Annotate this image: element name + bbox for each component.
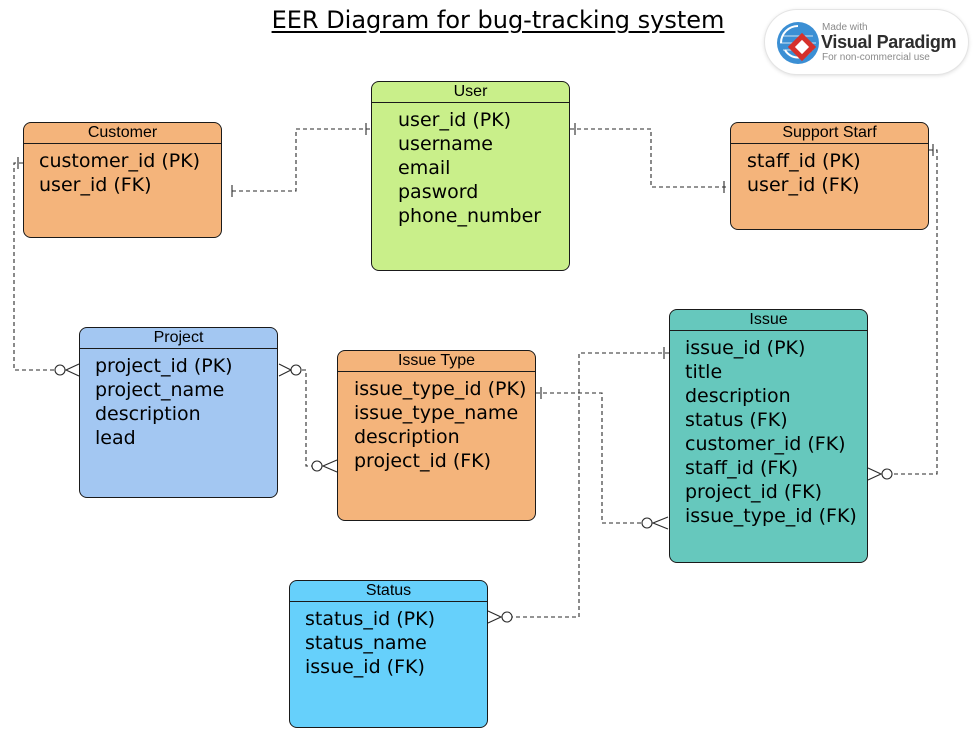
connector-issue-status[interactable] [487,347,669,624]
entity-field: project_name [95,379,225,401]
entity-field: customer_id (PK) [39,150,201,172]
entity-issue-type[interactable]: Issue Type issue_type_id (PK) issue_type… [337,350,536,521]
connector-issue-type-issue[interactable] [536,387,669,530]
entity-fields: customer_id (PK) user_id (FK) [24,144,221,197]
entity-fields: issue_id (PK) title description status (… [670,331,867,528]
entity-header: Issue [670,310,867,331]
entity-status[interactable]: Status status_id (PK) status_name issue_… [289,580,488,728]
connector-customer-project[interactable] [13,157,80,377]
visual-paradigm-badge[interactable]: Made with Visual Paradigm For non-commer… [765,10,968,74]
diagram-title: EER Diagram for bug-tracking system [271,6,725,34]
connector-support-staff-issue[interactable] [867,144,938,481]
entity-fields: status_id (PK) status_name issue_id (FK) [290,602,487,679]
entity-field: description [685,385,791,407]
entity-fields: project_id (PK) project_name description… [80,349,277,450]
entity-support-staff[interactable]: Support Starf staff_id (PK) user_id (FK) [730,122,929,230]
connector-customer-user[interactable] [231,123,370,197]
entity-fields: user_id (PK) username email pasword phon… [372,103,569,228]
entity-field: user_id (PK) [398,109,512,131]
entity-issue[interactable]: Issue issue_id (PK) title description st… [669,309,868,563]
entity-field: username [398,133,493,155]
badge-made-with: Made with [822,22,868,33]
entity-field: issue_id (FK) [305,656,425,678]
entity-field: pasword [398,181,479,203]
entity-field: user_id (FK) [747,174,860,196]
entity-fields: staff_id (PK) user_id (FK) [731,144,928,197]
entity-header: Project [80,328,277,349]
entity-field: phone_number [398,205,542,227]
entity-field: description [95,403,201,425]
entity-user[interactable]: User user_id (PK) username email pasword… [371,81,570,271]
entity-field: project_id (FK) [354,450,492,472]
entity-field: issue_id (PK) [685,337,806,359]
entity-field: customer_id (FK) [685,433,846,455]
badge-brand: Visual Paradigm [821,32,957,52]
entity-field: email [398,157,451,179]
connector-project-issue-type[interactable] [278,363,338,473]
entity-field: description [354,426,460,448]
entity-field: status_name [305,632,427,654]
entity-project[interactable]: Project project_id (PK) project_name des… [79,327,278,498]
entity-field: issue_type_name [354,402,519,424]
entity-header: Issue Type [338,351,535,372]
entity-field: status_id (PK) [305,608,436,630]
entity-field: project_id (FK) [685,481,823,503]
connector-user-support-staff[interactable] [570,123,729,193]
entity-field: issue_type_id (FK) [685,505,857,527]
entity-field: issue_type_id (PK) [354,378,527,400]
entity-field: title [685,361,723,383]
entity-header: Status [290,581,487,602]
entity-header: User [372,82,569,103]
entity-field: project_id (PK) [95,355,233,377]
badge-subtitle: For non-commercial use [822,52,930,63]
entity-customer[interactable]: Customer customer_id (PK) user_id (FK) [23,122,222,238]
entity-field: staff_id (FK) [685,457,799,479]
entity-field: user_id (FK) [39,174,152,196]
entity-field: status (FK) [685,409,788,431]
entity-fields: issue_type_id (PK) issue_type_name descr… [338,372,535,473]
entity-header: Support Starf [731,123,928,144]
entity-header: Customer [24,123,221,144]
entity-field: staff_id (PK) [747,150,861,172]
entity-field: lead [95,427,136,449]
visual-paradigm-logo-icon [777,22,819,64]
